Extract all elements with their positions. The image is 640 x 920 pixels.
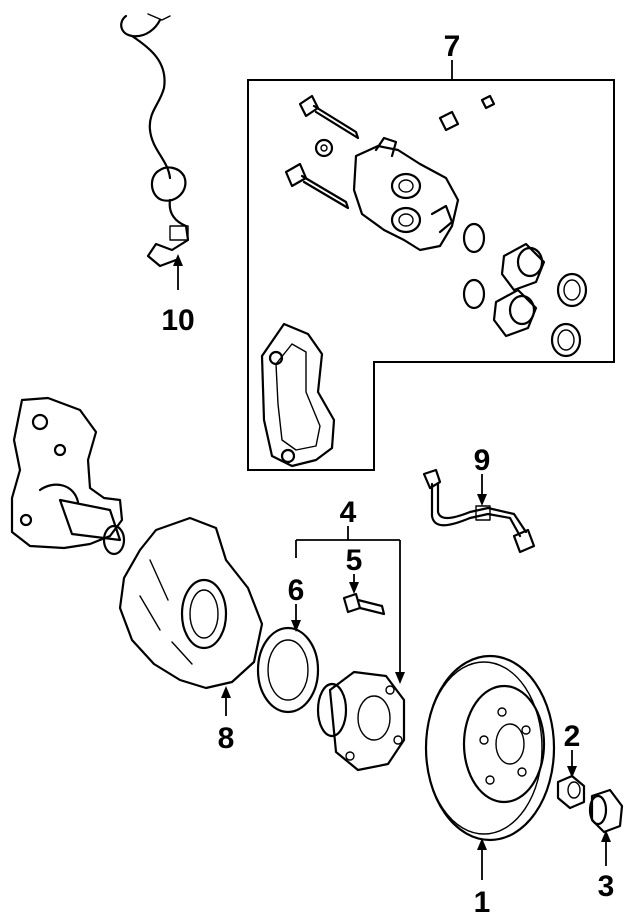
- caliper-kit-group-box: [247, 79, 615, 471]
- callout-5: 5: [346, 544, 363, 577]
- callout-3: 3: [598, 870, 615, 903]
- dust-shield-part: [118, 516, 264, 690]
- wheel-stud-part: [342, 592, 386, 616]
- brake-hose-part: [422, 468, 536, 554]
- tone-ring-part: [256, 626, 320, 714]
- hub-assembly-part: [316, 670, 406, 772]
- callout-4: 4: [340, 496, 357, 529]
- dust-cap-part: [588, 788, 624, 834]
- callout-9: 9: [474, 444, 491, 477]
- hub-nut-part: [556, 774, 586, 810]
- brake-rotor-part: [424, 654, 556, 842]
- abs-sensor-part: [120, 13, 190, 268]
- callout-2: 2: [564, 720, 581, 753]
- steering-knuckle: [10, 396, 126, 556]
- callout-7: 7: [444, 30, 461, 63]
- callout-8: 8: [218, 722, 235, 755]
- callout-6: 6: [288, 574, 305, 607]
- leader-lines: [173, 60, 611, 880]
- callout-1: 1: [474, 886, 491, 919]
- caliper-kit-parts: [260, 94, 588, 468]
- callout-10: 10: [161, 304, 194, 337]
